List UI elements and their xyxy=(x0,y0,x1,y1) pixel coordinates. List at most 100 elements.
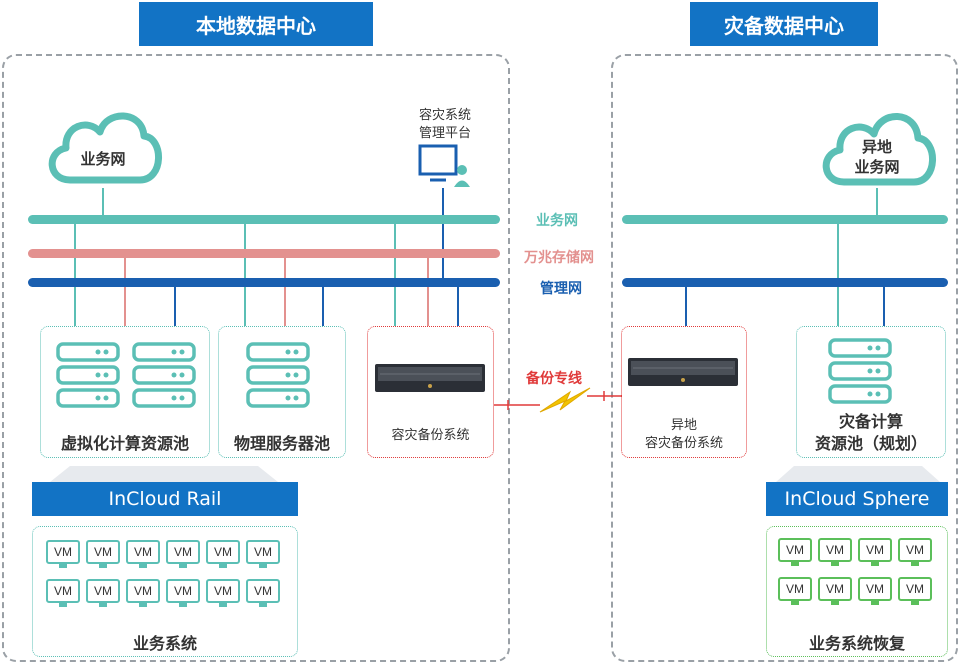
local-backup-label: 容灾备份系统 xyxy=(391,428,470,443)
vm-stand xyxy=(219,564,227,568)
dr-vm-grid: VM VM VM VM VM VM VM VM xyxy=(778,538,938,608)
physical-server-pool xyxy=(218,326,346,458)
vm-monitor: VM xyxy=(898,538,932,562)
dr-backup-label-line1: 异地 xyxy=(670,418,697,433)
local-vm-area xyxy=(32,526,298,657)
storage-network-bus xyxy=(28,249,500,258)
vm-monitor: VM xyxy=(778,538,812,562)
vm-monitor: VM xyxy=(126,540,160,564)
local-business-cloud: 业务网 xyxy=(40,100,166,190)
dr-compute-pool xyxy=(796,326,946,458)
incloud-rail-banner: InCloud Rail xyxy=(32,482,298,516)
storage-network-label: 万兆存储网 xyxy=(524,250,594,266)
vm-monitor: VM xyxy=(46,579,80,603)
local-dc-container xyxy=(2,54,510,662)
vm-label: VM xyxy=(866,543,884,557)
vm-stand xyxy=(871,601,879,605)
virtual-compute-pool xyxy=(40,326,210,458)
vm-monitor: VM xyxy=(858,538,892,562)
incloud-sphere-banner: InCloud Sphere xyxy=(766,482,948,516)
vm-monitor: VM xyxy=(818,538,852,562)
vm-label: VM xyxy=(254,584,272,598)
vm-label: VM xyxy=(94,584,112,598)
dr-management-network-bus xyxy=(622,278,948,287)
vm-label: VM xyxy=(174,584,192,598)
management-network-bus xyxy=(28,278,500,287)
vm-label: VM xyxy=(254,545,272,559)
vm-label: VM xyxy=(54,545,72,559)
local-dc-header: 本地数据中心 xyxy=(139,2,373,46)
management-network-label: 管理网 xyxy=(540,281,582,297)
vm-label: VM xyxy=(906,582,924,596)
vm-label: VM xyxy=(866,582,884,596)
vm-stand xyxy=(139,564,147,568)
vm-label: VM xyxy=(174,545,192,559)
vm-monitor: VM xyxy=(818,577,852,601)
vm-stand xyxy=(59,603,67,607)
vm-monitor: VM xyxy=(166,579,200,603)
vm-monitor: VM xyxy=(246,540,280,564)
vm-stand xyxy=(59,564,67,568)
vm-monitor: VM xyxy=(206,579,240,603)
dr-system-label: 业务系统恢复 xyxy=(808,634,905,653)
local-backup-system xyxy=(367,326,494,458)
vm-stand xyxy=(831,562,839,566)
vm-stand xyxy=(139,603,147,607)
virtual-pool-label: 虚拟化计算资源池 xyxy=(60,434,189,453)
mgmt-platform-label-line2: 管理平台 xyxy=(418,126,471,141)
dr-dc-container xyxy=(611,54,958,662)
dr-business-network-bus xyxy=(622,215,948,224)
vm-stand xyxy=(831,601,839,605)
dr-cloud-label-line1: 异地 xyxy=(861,138,892,156)
vm-monitor: VM xyxy=(246,579,280,603)
vm-stand xyxy=(871,562,879,566)
dr-compute-label-line2: 资源池（规划） xyxy=(814,434,927,453)
dr-backup-label-line2: 容灾备份系统 xyxy=(644,436,723,451)
vm-stand xyxy=(99,564,107,568)
dr-compute-label-line1: 灾备计算 xyxy=(838,412,903,431)
vm-label: VM xyxy=(94,545,112,559)
vm-stand xyxy=(99,603,107,607)
vm-monitor: VM xyxy=(86,579,120,603)
mgmt-platform-label-line1: 容灾系统 xyxy=(418,108,471,123)
vm-label: VM xyxy=(134,584,152,598)
vm-label: VM xyxy=(826,543,844,557)
vm-stand xyxy=(911,601,919,605)
vm-stand xyxy=(259,603,267,607)
vm-label: VM xyxy=(826,582,844,596)
vm-monitor: VM xyxy=(126,579,160,603)
vm-monitor: VM xyxy=(898,577,932,601)
vm-stand xyxy=(259,564,267,568)
vm-label: VM xyxy=(786,582,804,596)
vm-stand xyxy=(911,562,919,566)
dr-cloud-label-line2: 业务网 xyxy=(854,158,900,176)
vm-stand xyxy=(219,603,227,607)
vm-monitor: VM xyxy=(166,540,200,564)
backup-link-label: 备份专线 xyxy=(526,371,582,387)
vm-stand xyxy=(179,603,187,607)
vm-stand xyxy=(179,564,187,568)
vm-stand xyxy=(791,562,799,566)
dr-vm-area xyxy=(766,526,948,657)
local-vm-grid: VM VM VM VM VM VM VM VM VM VM VM VM xyxy=(46,540,286,610)
vm-label: VM xyxy=(214,584,232,598)
business-network-bus xyxy=(28,215,500,224)
vm-monitor: VM xyxy=(86,540,120,564)
dr-business-cloud: 异地 业务网 xyxy=(814,100,940,190)
vm-monitor: VM xyxy=(778,577,812,601)
business-network-label: 业务网 xyxy=(536,213,578,229)
local-cloud-label: 业务网 xyxy=(80,150,126,168)
vm-label: VM xyxy=(134,545,152,559)
vm-label: VM xyxy=(786,543,804,557)
vm-stand xyxy=(791,601,799,605)
local-system-label: 业务系统 xyxy=(132,634,197,653)
cloud-icon xyxy=(822,113,936,186)
vm-monitor: VM xyxy=(46,540,80,564)
vm-label: VM xyxy=(214,545,232,559)
